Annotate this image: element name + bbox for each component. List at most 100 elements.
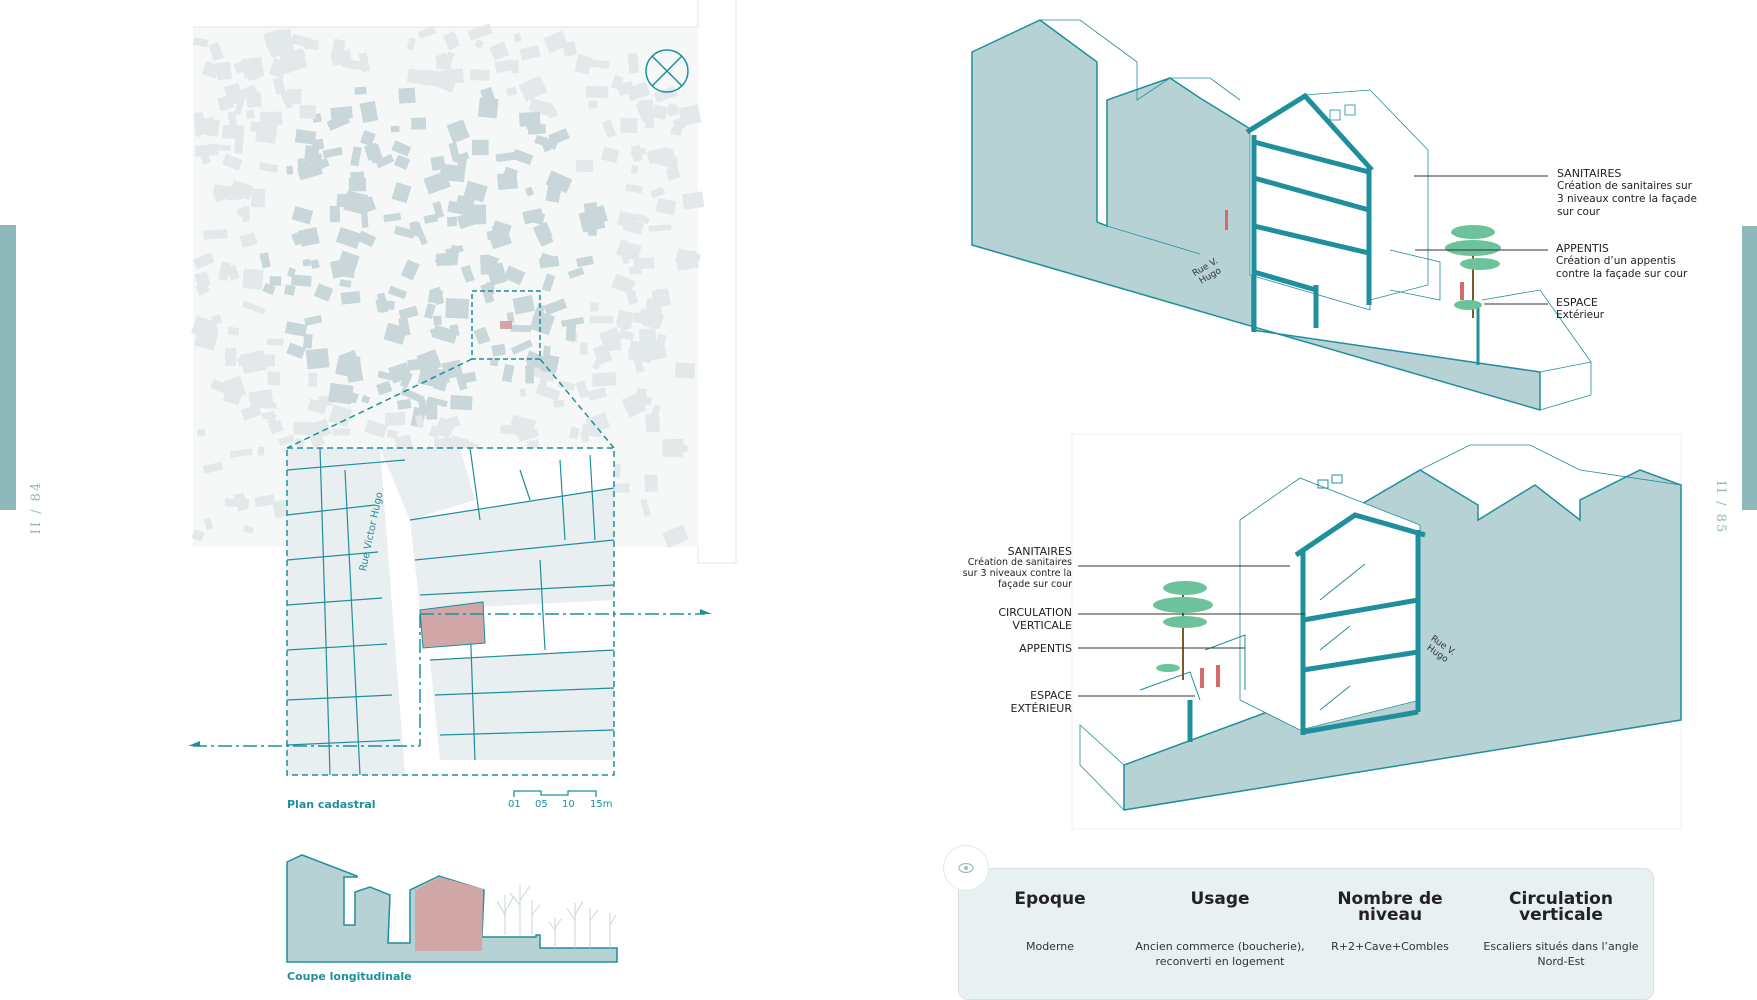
parcel-line [286, 739, 401, 746]
scale-label: 05 [535, 799, 548, 810]
map-block [434, 255, 452, 266]
map-block [250, 188, 266, 208]
map-block [266, 338, 284, 346]
map-block [207, 143, 231, 152]
map-block [655, 198, 677, 215]
map-block [648, 224, 672, 232]
map-block [242, 206, 250, 222]
map-block [376, 292, 389, 314]
map-block [472, 139, 489, 156]
map-block [328, 382, 354, 405]
map-block [330, 106, 353, 121]
map-block [299, 104, 317, 120]
map-block [448, 142, 461, 162]
map-block [446, 119, 470, 144]
map-block [227, 111, 238, 127]
map-block [225, 189, 242, 201]
map-block [282, 49, 306, 64]
map-block [364, 419, 388, 439]
map-block [329, 205, 341, 223]
map-block [354, 86, 367, 95]
map-block [512, 294, 536, 315]
tree [1153, 581, 1220, 688]
map-block [258, 161, 279, 173]
parcel-line [434, 687, 615, 696]
parcel-line [409, 487, 615, 521]
map-block [432, 201, 445, 219]
map-block [661, 524, 689, 549]
map-block [303, 333, 313, 349]
map-block [390, 125, 400, 133]
map-block [340, 291, 361, 305]
map-block [541, 273, 556, 293]
map-block [585, 85, 609, 99]
map-block [193, 252, 215, 270]
map-block [574, 54, 593, 75]
map-block [245, 65, 261, 81]
map-block [489, 220, 512, 243]
parcel-line [539, 559, 546, 651]
left-page-tab [0, 225, 16, 510]
map-block [203, 517, 214, 531]
parcel-line [286, 551, 379, 561]
map-block [441, 359, 464, 380]
parcel-line [319, 447, 331, 776]
map-block [567, 267, 585, 279]
map-block [489, 41, 510, 61]
label-circulation: CIRCULATION VERTICALE [998, 606, 1072, 632]
eye-button[interactable] [943, 845, 989, 891]
map-block [469, 69, 490, 81]
eye-icon [958, 862, 974, 874]
map-block [417, 395, 429, 417]
parcel-line [469, 447, 481, 521]
map-block [633, 358, 645, 373]
map-block [192, 37, 209, 48]
map-block [304, 314, 323, 326]
map-block [305, 348, 330, 370]
parcel-line [286, 504, 376, 516]
map-block [638, 328, 657, 348]
map-block [423, 303, 436, 320]
map-block [375, 380, 393, 396]
map-block [587, 387, 608, 401]
map-block [426, 399, 438, 420]
map-block [215, 61, 233, 81]
map-block [426, 396, 448, 408]
map-block [626, 289, 639, 305]
map-block [235, 84, 258, 101]
map-block [398, 305, 419, 321]
map-block [290, 274, 312, 287]
map-block [627, 343, 639, 355]
map-block [633, 257, 655, 269]
map-block [336, 193, 358, 208]
top-leader-lines [1414, 175, 1548, 305]
map-block [518, 111, 541, 127]
map-block [262, 283, 276, 296]
map-block [267, 371, 281, 386]
map-block [667, 103, 678, 115]
map-block [640, 395, 652, 406]
map-block [440, 163, 454, 177]
map-block [662, 438, 684, 457]
map-block [589, 315, 614, 324]
map-block [286, 88, 302, 105]
map-block [625, 183, 643, 194]
parcel-line [559, 459, 566, 541]
label-appentis: APPENTIS [1019, 642, 1072, 655]
map-block [496, 172, 519, 191]
map-block [257, 446, 265, 456]
map-block [304, 39, 319, 50]
map-block [543, 30, 569, 54]
map-block [450, 395, 473, 411]
map-block [191, 315, 210, 338]
map-block [335, 226, 362, 249]
map-block [393, 154, 411, 170]
map-block [618, 329, 635, 341]
scale-label: 10 [562, 799, 575, 810]
map-block [348, 177, 367, 192]
parcel-line [286, 597, 383, 606]
map-block [284, 321, 308, 337]
map-block [442, 31, 461, 51]
map-block [644, 474, 658, 492]
